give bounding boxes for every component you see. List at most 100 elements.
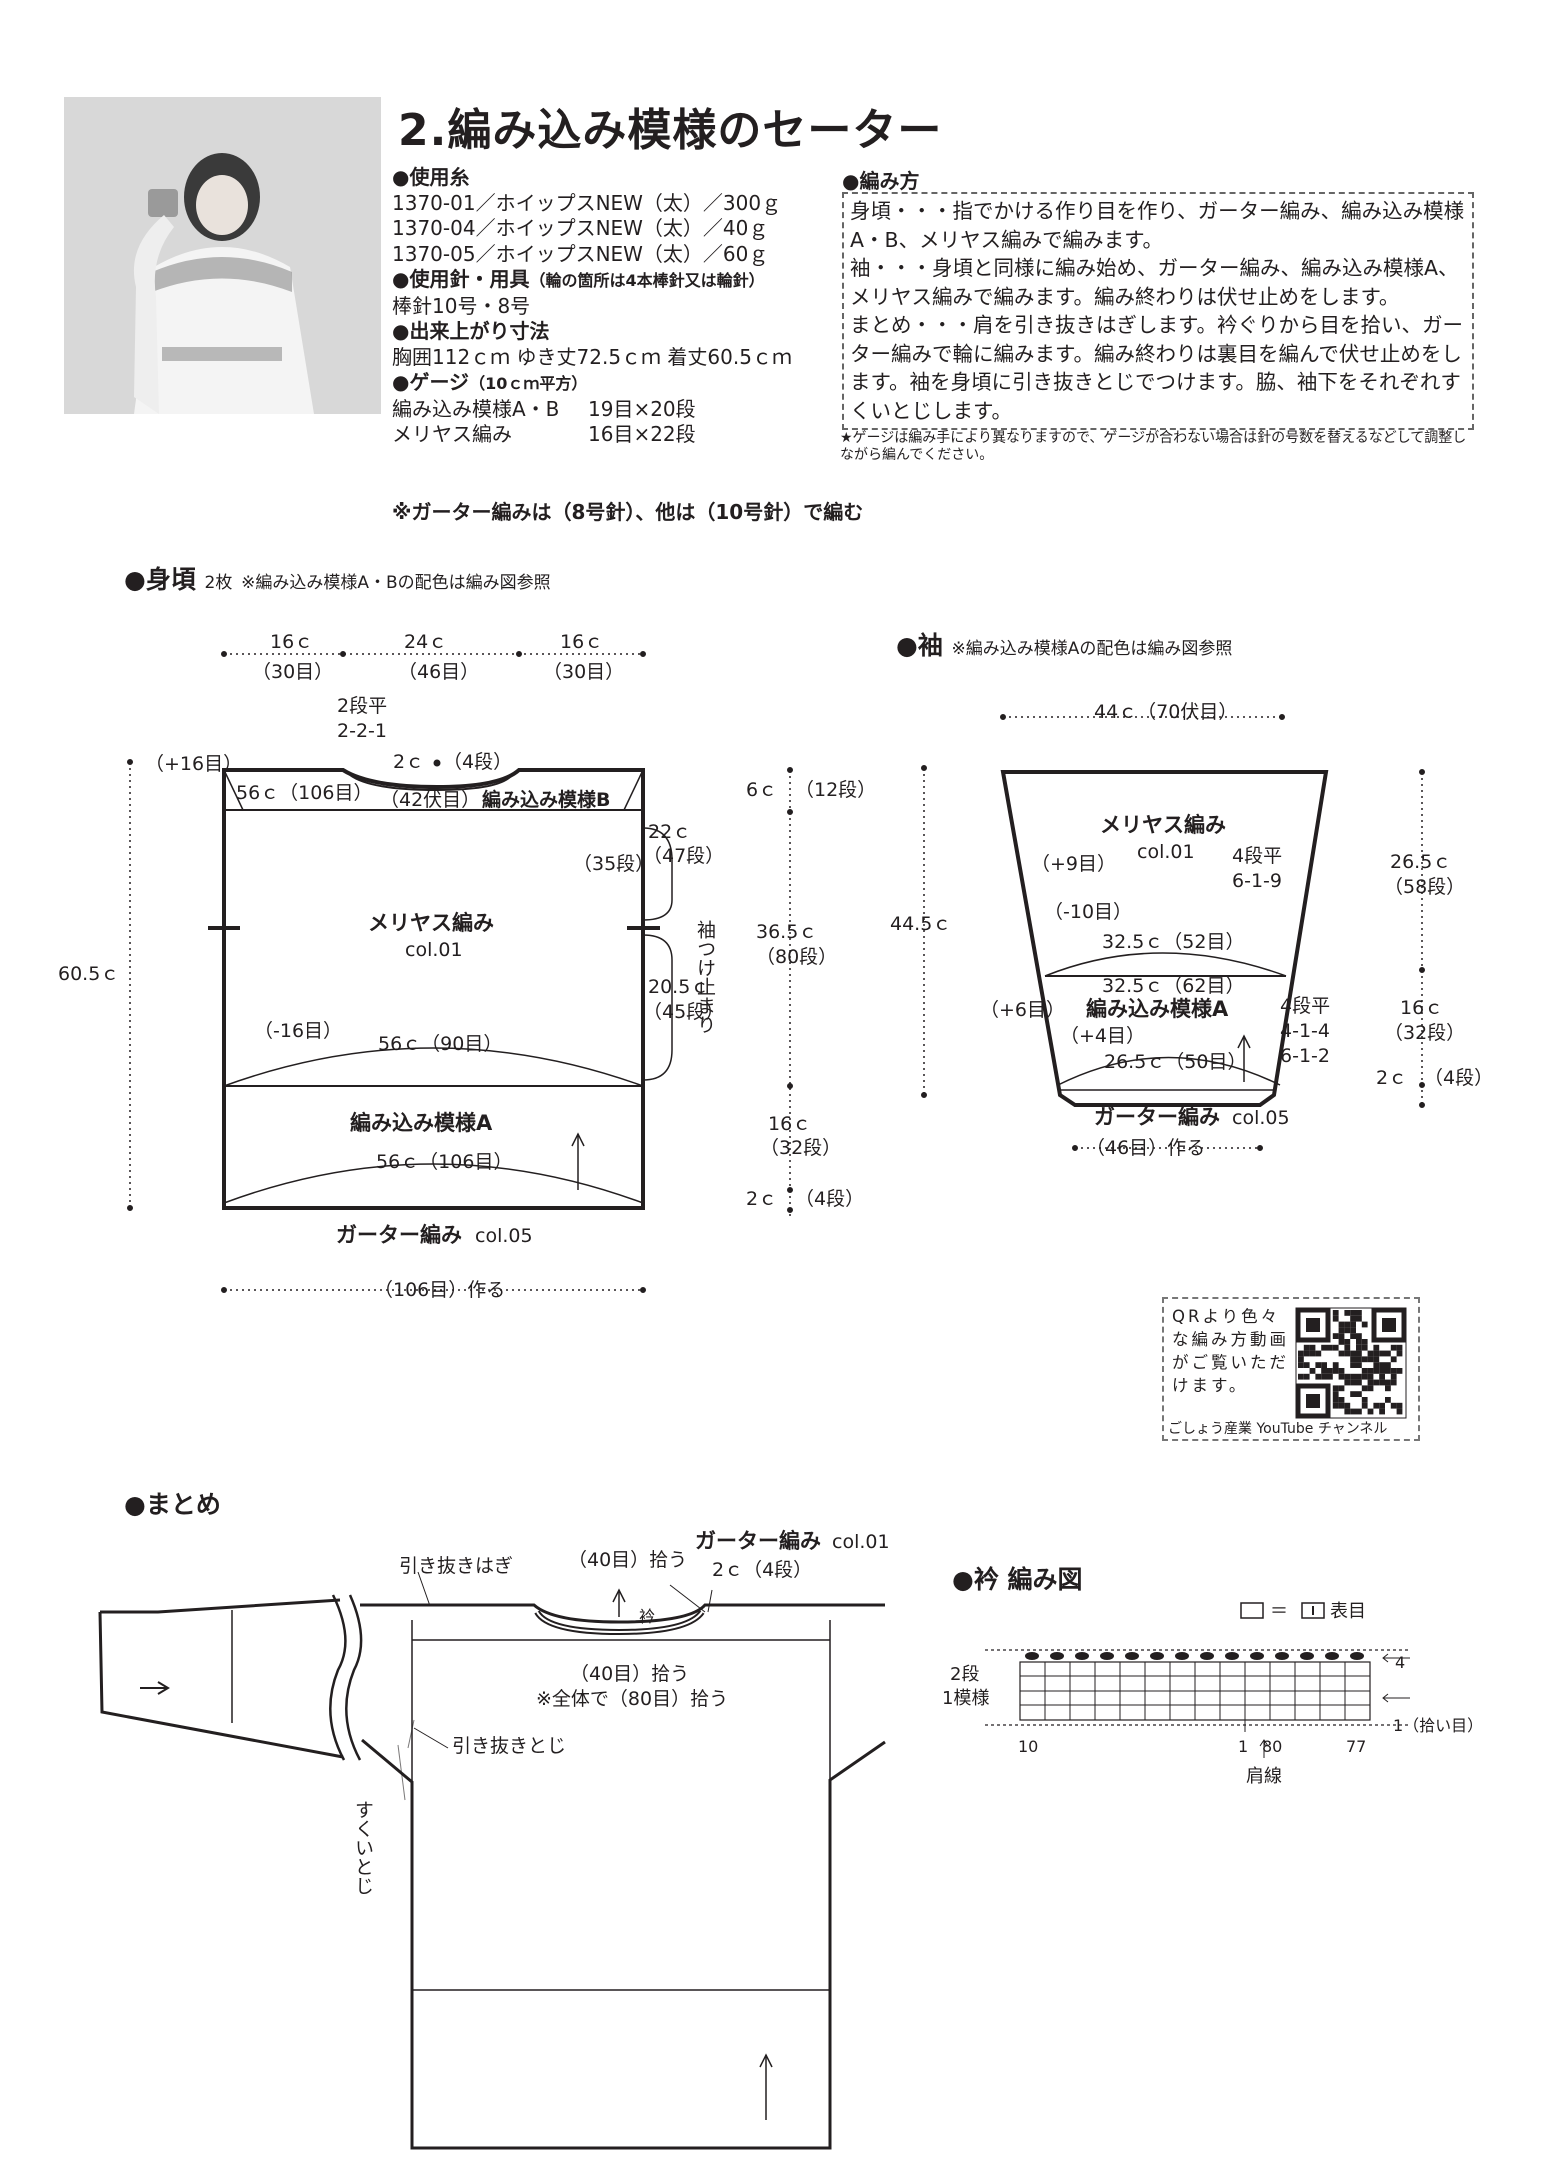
top-band-width: 56ｃ（106目）: [236, 782, 372, 804]
qr-module: [1332, 1385, 1339, 1392]
sleeve-note: ※編み込み模様Aの配色は編み図参照: [951, 639, 1233, 659]
gauge-label-2: メリヤス編み: [392, 422, 512, 446]
qr-module: [1385, 1385, 1391, 1392]
purl-dot: [1175, 1652, 1189, 1660]
sleeve-left-h: 44.5ｃ: [890, 913, 951, 935]
qr-module: [1298, 1362, 1304, 1368]
body-top-s3: （30目）: [543, 661, 624, 683]
body-top-s2: （46目）: [398, 661, 479, 683]
qr-code: [1295, 1307, 1407, 1419]
qr-module: [1338, 1327, 1345, 1334]
rv-16: 16ｃ: [768, 1113, 811, 1135]
finish-heading: ●まとめ: [124, 1490, 221, 1519]
qr-module: [1385, 1368, 1391, 1374]
qr-module: [1344, 1344, 1351, 1351]
qr-module: [1350, 1310, 1356, 1316]
needles-heading: ●使用針・用具: [392, 267, 530, 291]
qr-module: [1321, 1368, 1327, 1374]
qr-module: [1344, 1350, 1351, 1357]
qr-module: [1356, 1315, 1362, 1322]
qr-module: [1332, 1310, 1339, 1316]
neck-dec-2: 2-2-1: [337, 720, 387, 742]
body-garter: ガーター編み: [336, 1223, 462, 1247]
qr-module: [1379, 1362, 1385, 1368]
right-47: （47段）: [643, 845, 724, 867]
sleeve-inc-top-1: 4段平: [1232, 845, 1282, 867]
qr-module: [1338, 1402, 1345, 1409]
purl-dot: [1200, 1652, 1214, 1660]
body-top-s1: （30目）: [252, 661, 333, 683]
qr-module: [1361, 1344, 1368, 1351]
qr-module: [1338, 1397, 1345, 1403]
sleeve-plus6: （+6目）: [980, 999, 1065, 1021]
model-illustration: [64, 97, 381, 414]
howto-box: 身頃・・・指でかける作り目を作り、ガーター編み、編み込み模様A・B、メリヤス編み…: [842, 192, 1474, 430]
qr-module: [1350, 1350, 1356, 1357]
row-1: 1（拾い目）: [1393, 1716, 1483, 1735]
qr-module: [1344, 1321, 1351, 1328]
finished-size: 胸囲112ｃｍ ゆき丈72.5ｃｍ 着丈60.5ｃｍ: [392, 344, 792, 369]
qr-module: [1367, 1408, 1374, 1415]
purl-dot: [1075, 1652, 1089, 1660]
right-45: （45段）: [643, 1001, 724, 1023]
materials-block: ●使用糸 1370-01／ホイップスNEW（太）／300ｇ 1370-04／ホイ…: [392, 165, 792, 448]
sleeve-top-width: 44ｃ（70伏目）: [1094, 701, 1237, 723]
purl-dot: [1250, 1652, 1264, 1660]
qr-module: [1332, 1344, 1339, 1351]
body-top-w1: 16ｃ: [270, 631, 313, 653]
purl-dot: [1100, 1652, 1114, 1660]
pick40-top: （40目）拾う: [568, 1549, 687, 1571]
body-note: ※編み込み模様A・Bの配色は編み図参照: [241, 573, 551, 593]
rv-365: 36.5ｃ: [756, 921, 817, 943]
finish-labels: ガーター編み col.01 （40目）拾う 2ｃ（4段） 引き抜きはぎ 衿 （4…: [352, 1529, 890, 1895]
body-col05: col.05: [475, 1225, 533, 1247]
qr-module: [1390, 1373, 1397, 1380]
body-stockinette: メリヤス編み: [368, 911, 494, 935]
legend-label: 表目: [1330, 1601, 1366, 1622]
qr-module: [1373, 1379, 1380, 1386]
howto-body: 身頃・・・指でかける作り目を作り、ガーター編み、編み込み模様A・B、メリヤス編み…: [850, 199, 1465, 252]
purl-dot: [1275, 1652, 1289, 1660]
qr-module: [1373, 1344, 1380, 1351]
qr-module: [1361, 1356, 1368, 1363]
qr-module: [1367, 1385, 1374, 1392]
qr-module: [1303, 1344, 1310, 1351]
qr-module: [1361, 1368, 1368, 1374]
qr-module: [1390, 1402, 1397, 1409]
sleeve-col01: col.01: [1137, 841, 1195, 863]
purl-dot: [1300, 1652, 1314, 1660]
qr-module: [1350, 1356, 1356, 1363]
qr-module: [1356, 1373, 1362, 1380]
rv-80: （80段）: [756, 946, 837, 968]
qr-module: [1379, 1373, 1385, 1380]
gauge-heading: ●ゲージ: [392, 370, 470, 394]
rows-label-2: 1模様: [942, 1688, 989, 1709]
yarn-heading: ●使用糸: [392, 165, 470, 189]
qr-module: [1338, 1333, 1345, 1339]
sleeve-diagram: [921, 714, 1425, 1151]
qr-module: [1396, 1350, 1403, 1357]
qr-module: [1356, 1350, 1362, 1357]
sleeve-w325-52: 32.5ｃ（52目）: [1102, 931, 1244, 953]
qr-module: [1327, 1344, 1333, 1351]
finish-garter: ガーター編み: [695, 1529, 821, 1553]
sleeve-inc-top-2: 6-1-9: [1232, 870, 1282, 892]
qr-module: [1373, 1362, 1380, 1368]
purl-dot: [1325, 1652, 1339, 1660]
qr-module: [1367, 1373, 1374, 1380]
sleeve-heading: ●袖 ※編み込み模様Aの配色は編み図参照: [896, 626, 1232, 662]
qr-module: [1367, 1350, 1374, 1357]
qr-module: [1327, 1373, 1333, 1380]
qr-caption: ごしょう産業 YouTube チャンネル: [1168, 1421, 1388, 1437]
rv-12: （12段）: [795, 779, 876, 801]
body-count: 2枚: [204, 573, 233, 593]
sleeve-minus10: （-10目）: [1044, 901, 1132, 923]
qr-module: [1350, 1362, 1356, 1368]
qr-module: [1390, 1368, 1397, 1374]
qr-module: [1350, 1327, 1356, 1334]
sleeve-w265-50: 26.5ｃ（50目）: [1104, 1051, 1246, 1073]
howto-heading: ●編み方: [842, 169, 920, 193]
qr-module: [1373, 1402, 1380, 1409]
qr-module: [1344, 1373, 1351, 1380]
qr-box: [1162, 1297, 1420, 1441]
